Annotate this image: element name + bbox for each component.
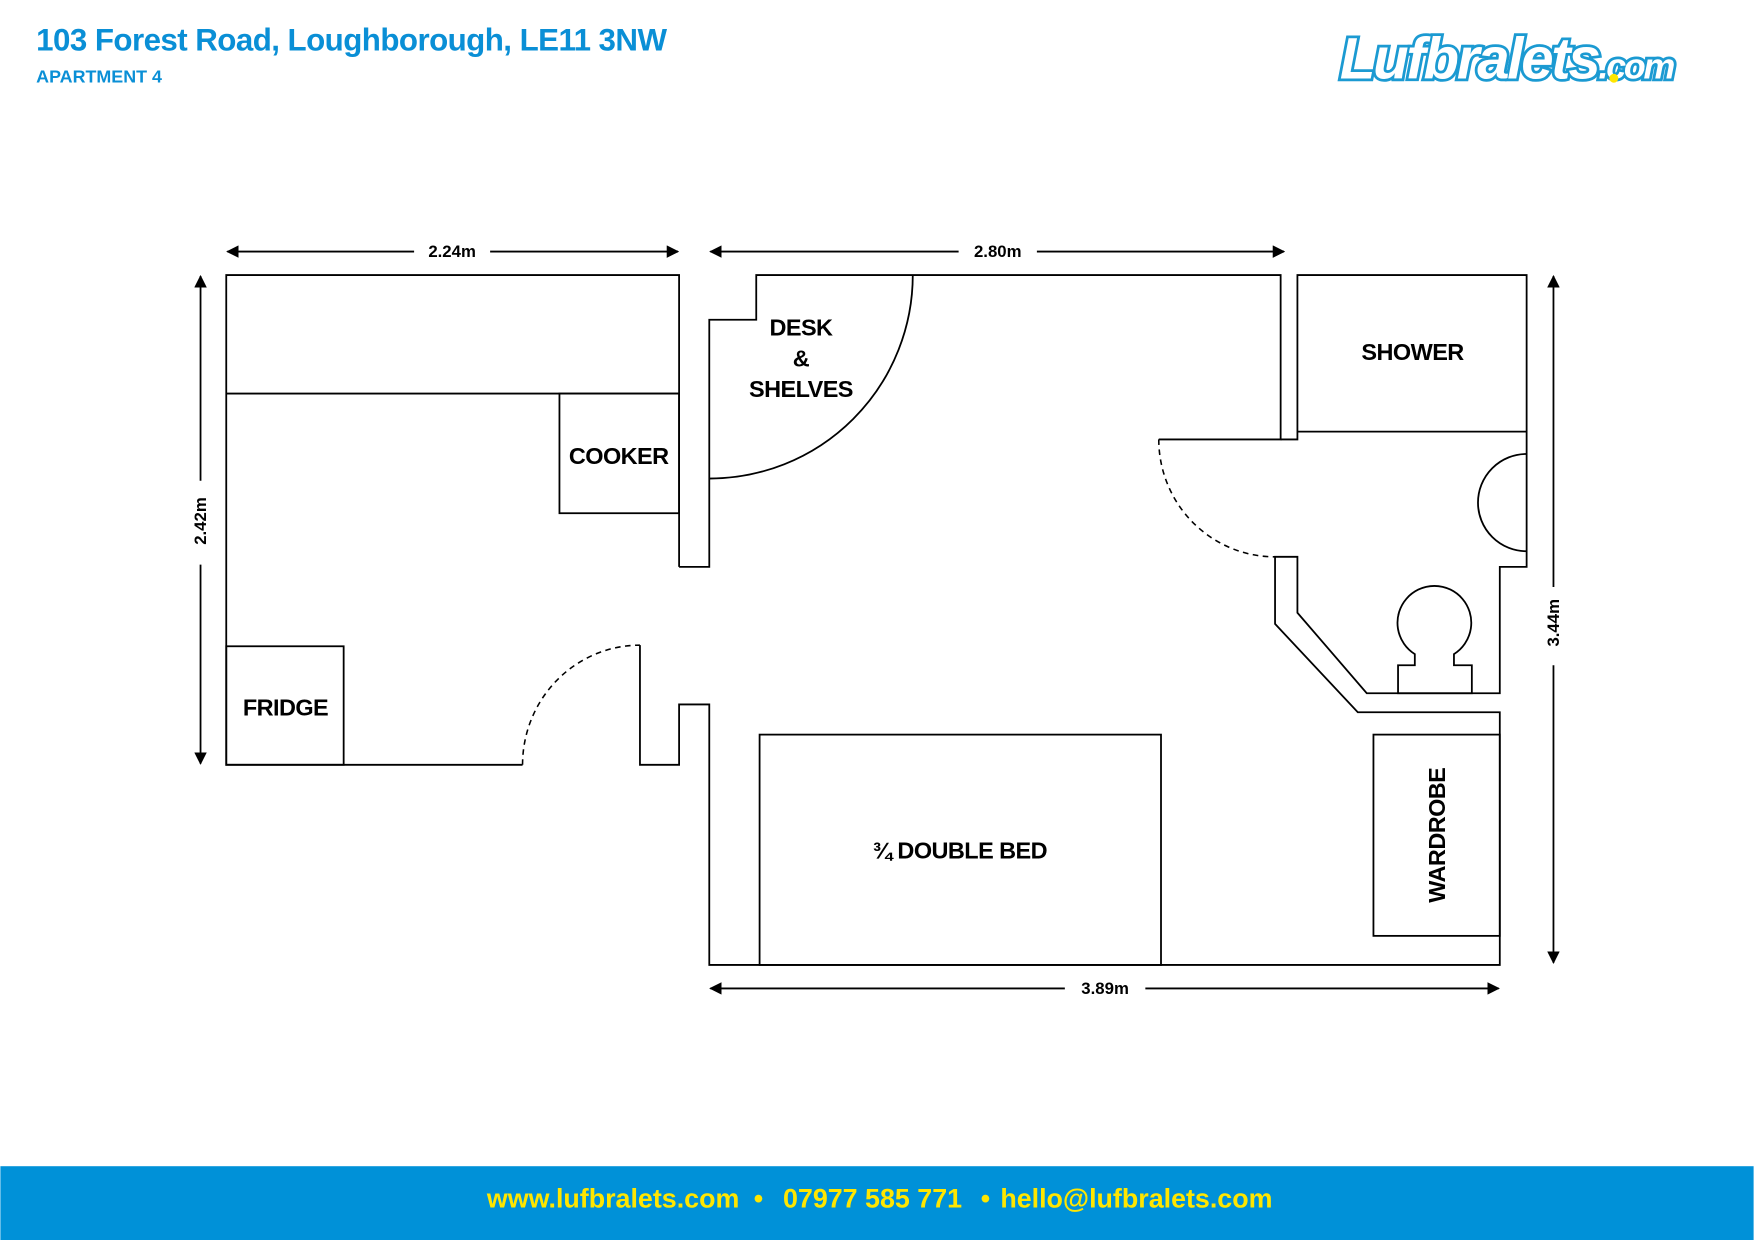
apartment-label: APARTMENT 4 [36,67,162,87]
bed [758,733,1162,966]
svg-text:Lufbralets.com: Lufbralets.com [1340,26,1675,91]
footer-separator: • [981,1184,990,1214]
dimension-bedroom-depth: 3.44m [1544,274,1563,964]
footer-email-link[interactable]: hello@lufbralets.com [1000,1184,1272,1214]
lufbralets-logo[interactable]: Lufbralets.com [1337,23,1679,94]
dimension-bedroom-bottom: 3.89m [709,979,1500,998]
bathroom-door-swing [1157,439,1276,558]
svg-text:2.80m: 2.80m [974,242,1022,261]
cooker [558,392,680,515]
desk-label: DESK [769,314,833,340]
fridge-label: FRIDGE [243,695,328,721]
footer-separator: • [754,1184,763,1214]
bed-label: ¾ DOUBLE BED [872,838,1047,864]
shelves-label: SHELVES [749,376,853,402]
property-address: 103 Forest Road, Loughborough, LE11 3NW [36,22,667,57]
dimension-bedroom-width: 2.80m [709,242,1286,261]
svg-text:2.42m: 2.42m [191,497,210,545]
footer-website-link[interactable]: www.lufbralets.com [486,1184,739,1214]
svg-text:2.24m: 2.24m [428,242,476,261]
toilet-icon [1396,585,1473,695]
fridge [225,645,345,766]
svg-text:3.44m: 3.44m [1544,599,1563,647]
dimension-kitchen-width: 2.24m [226,242,680,261]
entrance-door-swing [521,644,640,765]
wardrobe [1372,733,1501,937]
svg-text:3.89m: 3.89m [1081,979,1129,998]
dimension-kitchen-depth: 2.42m [191,274,210,765]
bedroom-door-swing [709,275,914,480]
basin-icon [1477,453,1527,553]
cooker-label: COOKER [569,443,669,469]
footer-phone[interactable]: 07977 585 771 [783,1184,962,1214]
desk-label-amp: & [793,346,810,372]
wardrobe-label: WARDROBE [1424,768,1450,903]
footer-bar [0,1166,1754,1240]
shower-label: SHOWER [1361,339,1464,365]
